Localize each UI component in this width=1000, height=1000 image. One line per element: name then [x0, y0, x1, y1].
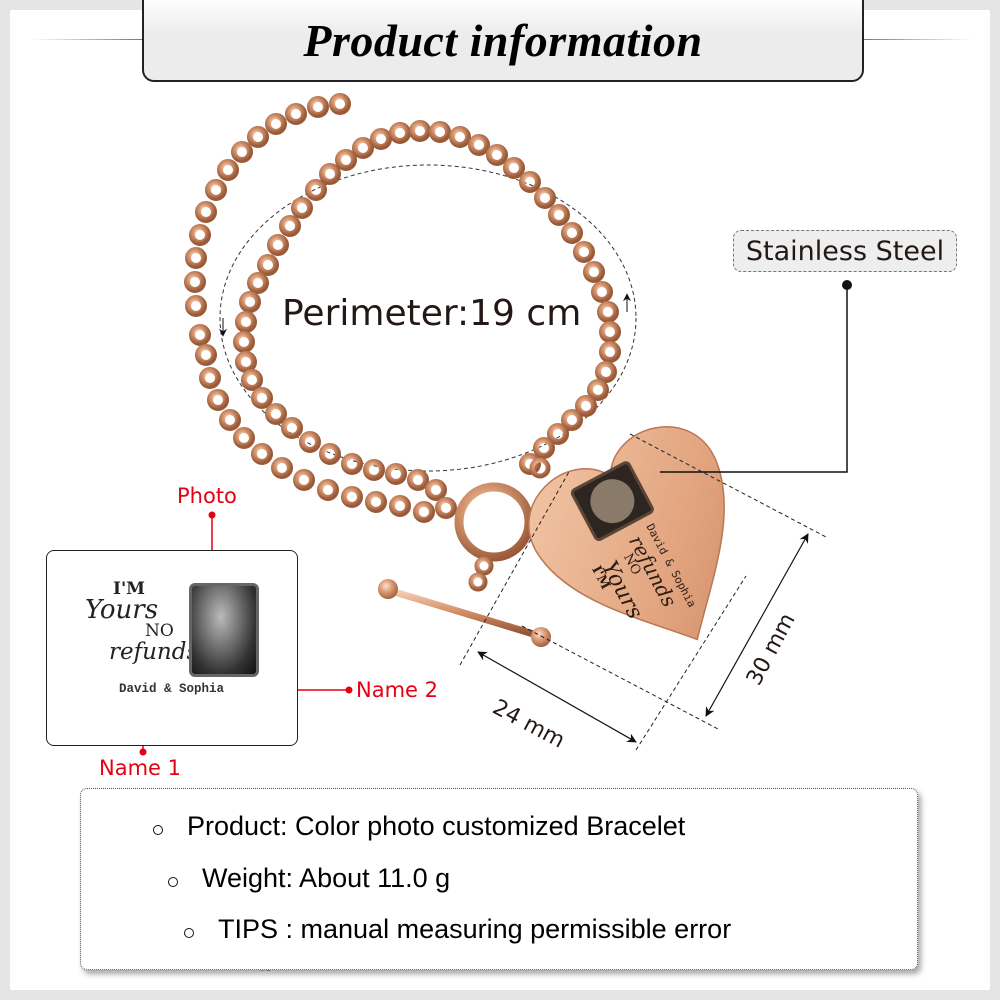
material-badge: Stainless Steel [733, 230, 957, 272]
width-dimension-arrow [477, 651, 637, 743]
engraving-preview-card: I'M Yours NO refunds David & Sophia [46, 550, 298, 746]
engraving-line-4: refunds [109, 639, 199, 665]
product-details-box: Product: Color photo customized Bracelet… [80, 788, 918, 970]
material-leader-line [660, 285, 848, 473]
title-rule-left [32, 39, 142, 40]
product-detail-item: Product: Color photo customized Bracelet [187, 811, 686, 841]
title-banner: Product information [142, 0, 864, 82]
weight-detail-item: Weight: About 11.0 g [202, 863, 451, 893]
material-label: Stainless Steel [745, 235, 945, 267]
photo-callout-dot-icon [208, 511, 216, 519]
toggle-bar-icon [378, 579, 551, 647]
perimeter-label: Perimeter:19 cm [282, 293, 582, 334]
name1-callout-label: Name 1 [99, 756, 181, 780]
chain-outer-icon [184, 93, 457, 523]
bullet-icon [168, 877, 178, 887]
page-title: Product information [303, 14, 703, 66]
bullet-icon [184, 928, 194, 938]
engraving-line-3: NO [145, 621, 174, 641]
tips-detail-item: TIPS : manual measuring permissible erro… [218, 914, 732, 944]
engraving-line-1: I'M [113, 579, 145, 599]
title-rule-right [862, 39, 972, 40]
photo-callout-label: Photo [177, 484, 237, 508]
name2-callout-dot-icon [345, 686, 353, 694]
name2-callout-label: Name 2 [356, 678, 438, 702]
perimeter-ellipse [219, 164, 637, 472]
engraving-names: David & Sophia [119, 682, 225, 696]
name1-callout-dot-icon [139, 748, 147, 756]
toggle-ring-icon [454, 482, 534, 562]
height-dimension-arrow [705, 533, 809, 717]
chain-icon [189, 120, 621, 501]
bullet-icon [153, 825, 163, 835]
engraving-line-2: Yours [85, 595, 159, 625]
couple-photo [189, 583, 259, 677]
material-leader-dot-icon [842, 280, 852, 290]
